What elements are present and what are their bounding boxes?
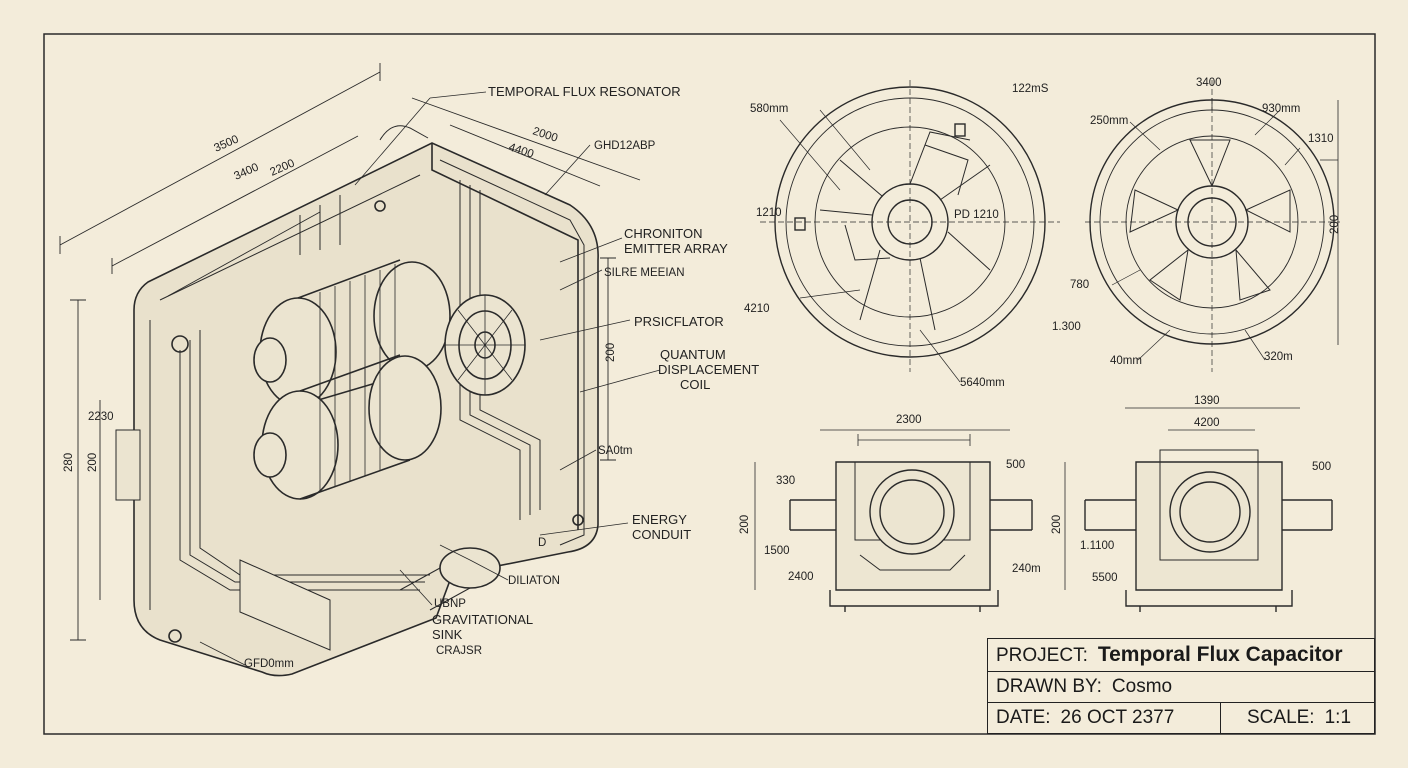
label-quantum-3: COIL (680, 377, 710, 392)
dim-f2-1390: 1390 (1194, 395, 1220, 407)
drawing-border (43, 33, 1376, 735)
label-crajsr: CRAJSR (436, 645, 482, 657)
dim-f1-2400: 2400 (788, 571, 814, 583)
label-grav-1: GRAVITATIONAL (432, 612, 533, 627)
dim-c1-5640: 5640mm (960, 377, 1005, 389)
label-gfd: GFD0mm (244, 658, 294, 670)
dim-c1-4210: 4210 (744, 303, 770, 315)
label-quantum-1: QUANTUM (660, 347, 726, 362)
label-part-code: GHD12ABP (594, 140, 656, 152)
scale-value: 1:1 (1324, 707, 1352, 728)
dim-f2-500: 500 (1312, 461, 1331, 473)
dim-iso-3500: 3500 (212, 133, 240, 154)
label-energy-2: CONDUIT (632, 527, 691, 542)
dim-f1-200: 200 (739, 515, 751, 534)
dim-c1-1210: 1210 (756, 207, 782, 219)
drawn-value: Cosmo (1111, 676, 1173, 697)
dim-f1-240: 240m (1012, 563, 1041, 575)
label-ubnp: UBNP (434, 598, 466, 610)
date-label: DATE: (996, 707, 1051, 728)
front-view-1 (754, 429, 1033, 612)
dim-iso-d: D (538, 537, 546, 549)
dim-iso-280: 280 (63, 453, 75, 472)
title-block-date-row: DATE: 26 OCT 2377 SCALE: 1:1 (988, 703, 1374, 733)
date-value: 26 OCT 2377 (1060, 707, 1175, 728)
dim-f1-2300: 2300 (896, 414, 922, 426)
label-dilation: DILIATON (508, 575, 560, 587)
dim-c2-200: 200 (1329, 215, 1341, 234)
label-emitter-1: CHRONITON (624, 226, 702, 241)
scale-label: SCALE: (1247, 707, 1315, 728)
dim-c1-pd: PD 1210 (954, 209, 999, 221)
dim-iso-200: 200 (605, 343, 617, 362)
circular-view-1 (760, 80, 1060, 383)
label-sil: SILRE MEEIAN (604, 267, 685, 279)
scale-cell: SCALE: 1:1 (1220, 703, 1375, 733)
label-sa0: SA0tm (598, 445, 633, 457)
title-block: PROJECT: Temporal Flux Capacitor DRAWN BY… (987, 638, 1375, 734)
label-energy-1: ENERGY (632, 512, 687, 527)
title-block-drawn-row: DRAWN BY: Cosmo (988, 672, 1374, 703)
dim-f2-200: 200 (1051, 515, 1063, 534)
dim-f1-1500: 1500 (764, 545, 790, 557)
dim-c1-580: 580mm (750, 103, 788, 115)
label-prsic: PRSICFLATOR (634, 314, 724, 329)
label-emitter-2: EMITTER ARRAY (624, 241, 728, 256)
dim-iso-2230: 2230 (88, 411, 114, 423)
dim-f1-330: 330 (776, 475, 795, 487)
dim-f2-5500: 5500 (1092, 572, 1118, 584)
dim-c2-40: 40mm (1110, 355, 1142, 367)
isometric-housing (59, 63, 661, 677)
dim-c2-930: 930mm (1262, 103, 1300, 115)
dim-c2-780: 780 (1070, 279, 1089, 291)
label-quantum-2: DISPLACEMENT (658, 362, 759, 377)
dim-c1-122: 122mS (1012, 83, 1049, 95)
dim-c2-320: 320m (1264, 351, 1293, 363)
dim-c2-250: 250mm (1090, 115, 1128, 127)
project-label: PROJECT: (996, 645, 1088, 666)
dim-f2-4200: 4200 (1194, 417, 1220, 429)
drawn-label: DRAWN BY: (996, 676, 1102, 697)
project-value: Temporal Flux Capacitor (1097, 643, 1343, 666)
dim-iso-200b: 200 (87, 453, 99, 472)
front-view-2 (1064, 407, 1333, 612)
dim-f1-500: 500 (1006, 459, 1025, 471)
title-block-project-row: PROJECT: Temporal Flux Capacitor (988, 639, 1374, 672)
dim-iso-3400: 3400 (232, 161, 260, 182)
dim-c2-1300: 1.300 (1052, 321, 1081, 333)
dim-c2-1310: 1310 (1308, 133, 1334, 145)
dim-iso-4400: 4400 (507, 141, 535, 160)
dim-c2-3400: 3400 (1196, 77, 1222, 89)
label-grav-2: SINK (432, 627, 463, 642)
dim-f2-1100: 1.1100 (1080, 540, 1114, 552)
label-resonator: TEMPORAL FLUX RESONATOR (488, 84, 681, 99)
circular-view-2 (1085, 80, 1340, 372)
